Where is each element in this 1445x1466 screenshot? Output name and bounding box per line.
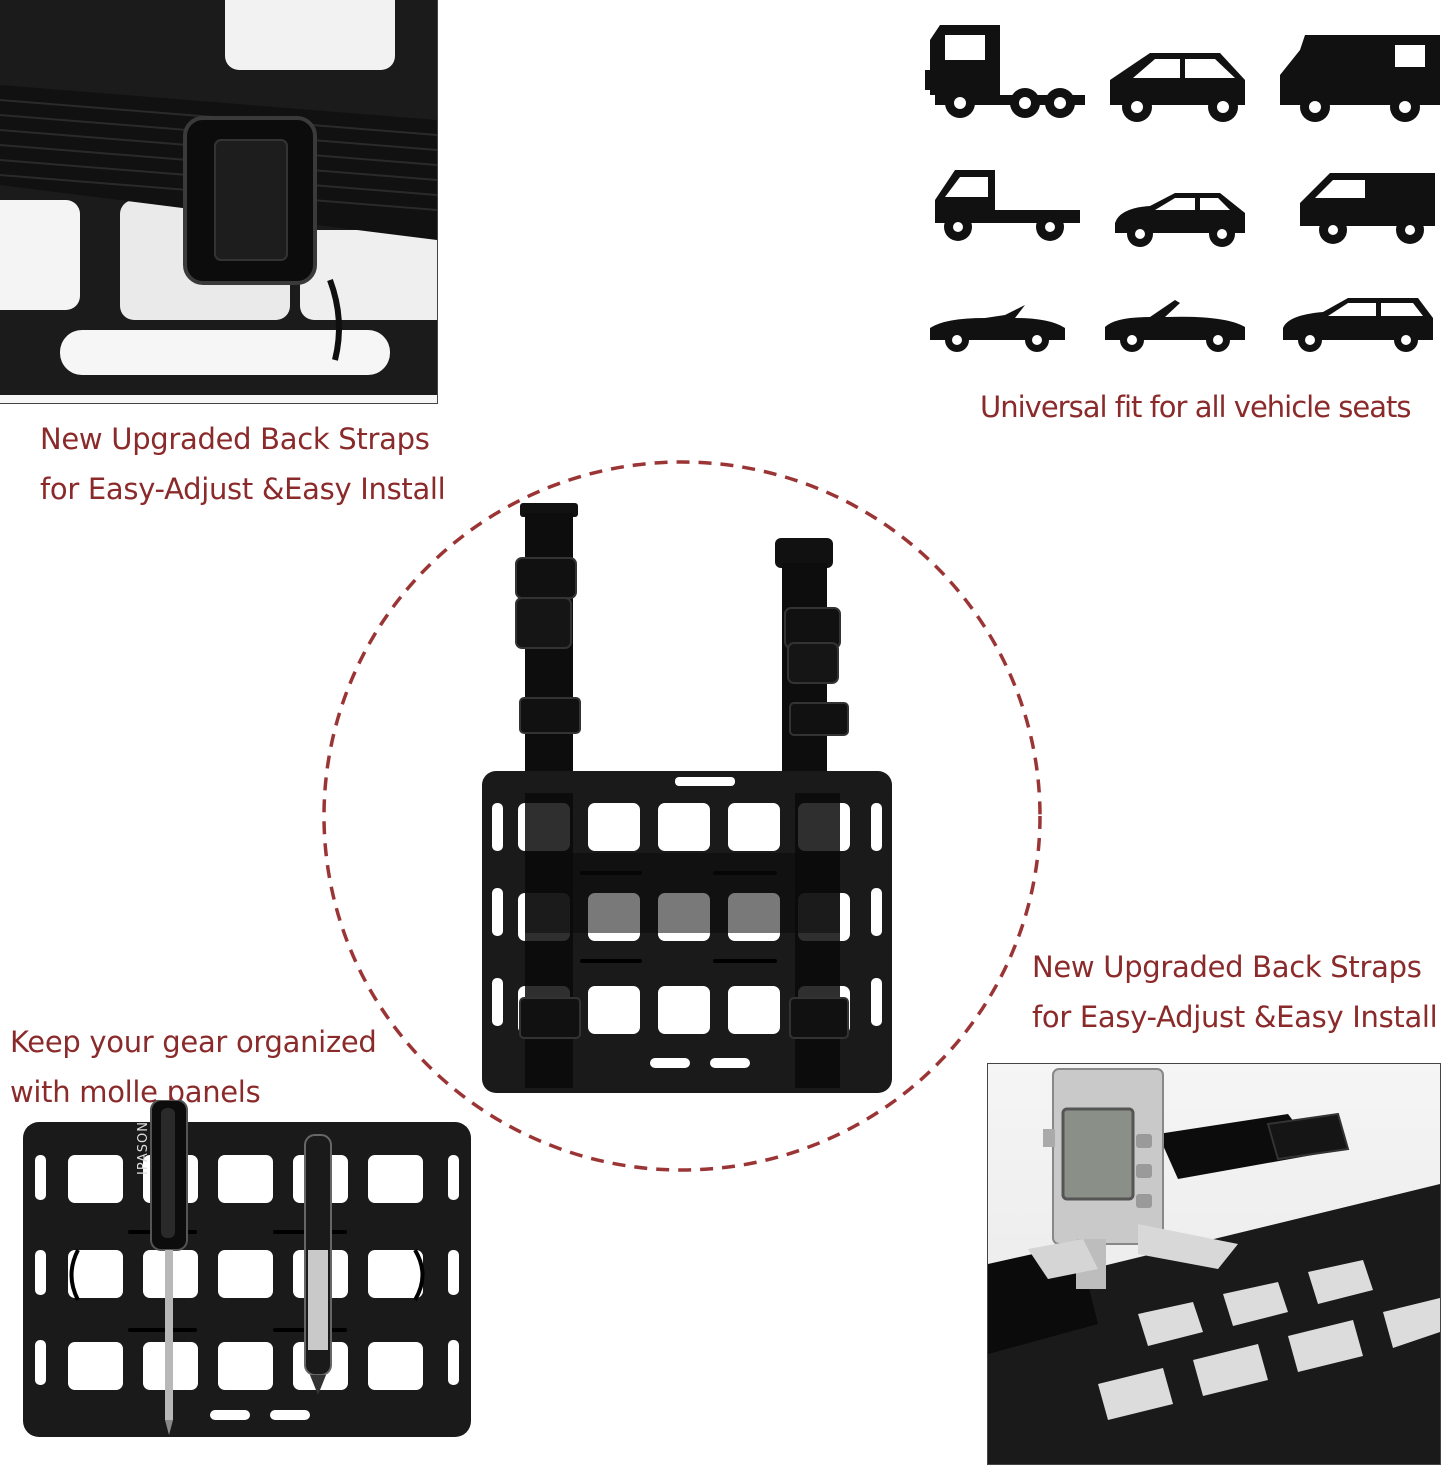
roadster-icon [930, 305, 1065, 352]
caption-line: New Upgraded Back Straps [1032, 950, 1422, 984]
bottom-right-caption: New Upgraded Back Straps for Easy-Adjust… [1032, 942, 1438, 1042]
bottom-left-caption: Keep your gear organized with molle pane… [10, 1017, 377, 1117]
top-left-caption: New Upgraded Back Straps for Easy-Adjust… [40, 414, 446, 514]
pen-icon [304, 1134, 332, 1395]
strap-closeup-photo [0, 0, 438, 404]
center-product-illustration [322, 460, 1042, 1172]
caliper-icon [1028, 1068, 1238, 1289]
caption-line: Universal fit for all vehicle seats [980, 390, 1412, 424]
top-right-caption: Universal fit for all vehicle seats [980, 382, 1412, 432]
screwdriver-icon [150, 1100, 188, 1435]
screwdriver-brand-label: IPASON [136, 1121, 151, 1175]
wagon-icon [1283, 298, 1433, 352]
caption-line: with molle panels [10, 1075, 261, 1109]
caliper-measurement-photo [987, 1063, 1441, 1465]
molle-panel-with-tools [23, 1100, 471, 1437]
molle-panel [482, 771, 892, 1093]
caption-line: Keep your gear organized [10, 1025, 377, 1059]
caption-line: New Upgraded Back Straps [40, 422, 430, 456]
hatchback-icon [1115, 193, 1245, 247]
caption-line: for Easy-Adjust &Easy Install [1032, 1000, 1438, 1034]
right-strap [775, 538, 849, 798]
semi-truck-icon [925, 25, 1085, 118]
vehicle-icon-grid [920, 10, 1445, 355]
left-strap [515, 503, 581, 793]
suv-icon [1110, 53, 1245, 122]
flatbed-truck-icon [935, 170, 1080, 241]
camper-van-icon [1280, 35, 1440, 122]
convertible-icon [1105, 300, 1245, 352]
dashed-circle [322, 460, 1042, 1172]
van-icon [1300, 173, 1435, 244]
caption-line: for Easy-Adjust &Easy Install [40, 472, 446, 506]
